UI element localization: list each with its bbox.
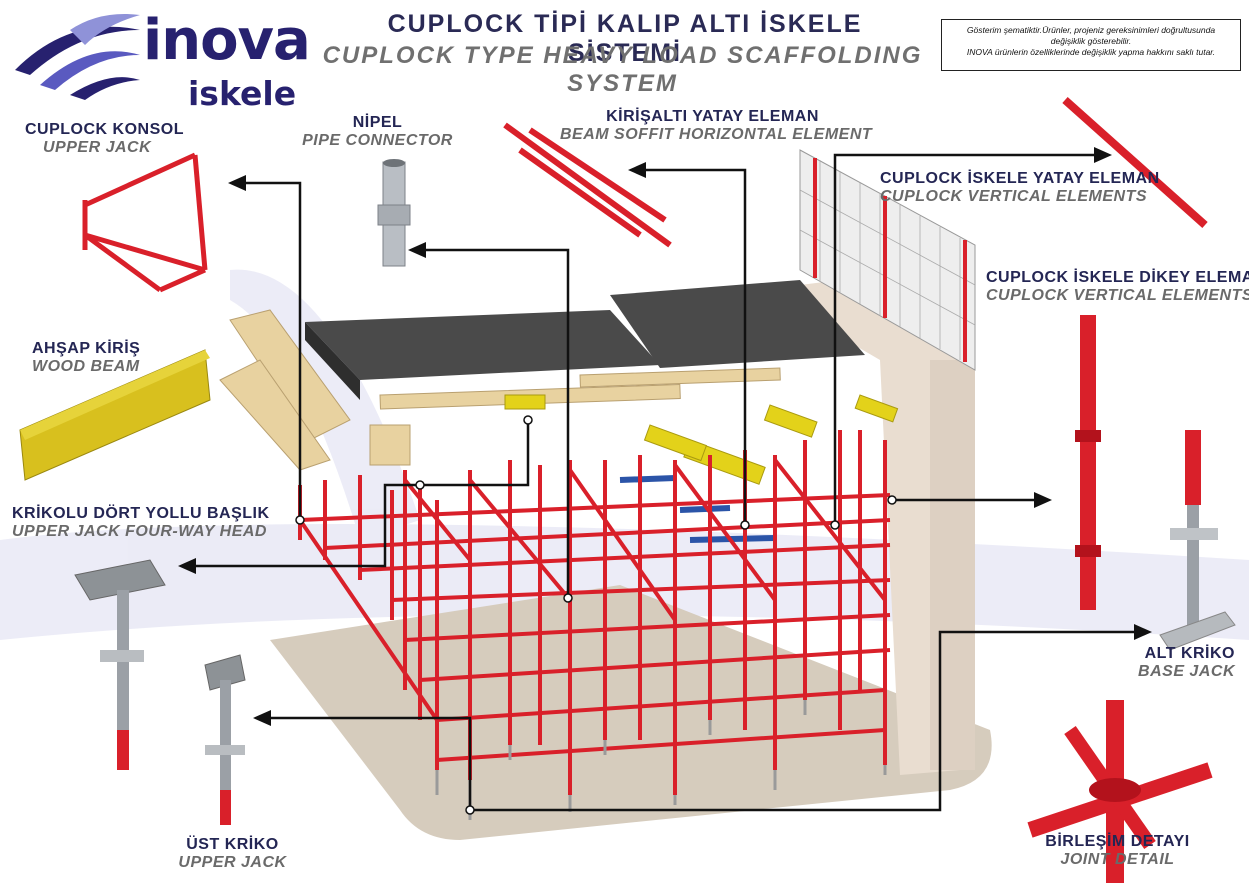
- wood-beam-illustration: [19, 349, 211, 481]
- wall-side: [930, 360, 975, 770]
- arrow-heads: [178, 147, 1152, 726]
- label-en: PIPE CONNECTOR: [302, 132, 453, 149]
- beam-soffit-illustration: [503, 122, 672, 248]
- label-pipe-connector: NİPEL PIPE CONNECTOR: [300, 114, 455, 150]
- page-title: CUPLOCK TİPİ KALIP ALTI İSKELE SİSTEMİ: [387, 10, 863, 67]
- upper-jack-illustration: [204, 654, 246, 825]
- label-en: CUPLOCK VERTICAL ELEMENTS: [986, 287, 1249, 304]
- label-tr: CUPLOCK KONSOL: [25, 121, 184, 138]
- label-en: UPPER JACK FOUR-WAY HEAD: [12, 523, 267, 540]
- label-en: JOINT DETAIL: [1060, 851, 1175, 868]
- label-wood-beam: AHŞAP KİRİŞ WOOD BEAM: [32, 340, 140, 376]
- label-en: UPPER JACK: [178, 854, 287, 871]
- label-horizontal-element: CUPLOCK İSKELE YATAY ELEMAN CUPLOCK VERT…: [880, 170, 1160, 206]
- disclaimer-line-1: Gösterim şematiktir.Ürünler, projeniz ge…: [966, 25, 1216, 35]
- label-tr: ALT KRİKO: [1144, 645, 1235, 662]
- guard-rail-panel: [799, 149, 976, 371]
- label-en: CUPLOCK VERTICAL ELEMENTS: [880, 188, 1148, 205]
- pipe-connector-illustration: [377, 159, 411, 267]
- brand-logo-name: inova: [143, 8, 311, 73]
- label-tr: ÜST KRİKO: [186, 836, 279, 853]
- disclaimer-line-2: değişiklik gösterebilir.: [1050, 36, 1132, 46]
- label-en: BEAM SOFFIT HORIZONTAL ELEMENT: [560, 126, 873, 143]
- brand-logo-sub: iskele: [188, 74, 297, 113]
- label-en: WOOD BEAM: [32, 358, 140, 375]
- label-joint-detail: BİRLEŞİM DETAYI JOINT DETAIL: [1035, 833, 1200, 869]
- label-tr: KİRİŞALTI YATAY ELEMAN: [606, 108, 819, 125]
- label-beam-soffit: KİRİŞALTI YATAY ELEMAN BEAM SOFFIT HORIZ…: [560, 108, 873, 144]
- label-tr: BİRLEŞİM DETAYI: [1045, 833, 1190, 850]
- scaffold-frame: [298, 430, 891, 795]
- logo-swoosh-mark: [15, 14, 140, 100]
- label-tr: NİPEL: [352, 114, 403, 131]
- disclaimer-box: Gösterim şematiktir.Ürünler, projeniz ge…: [941, 19, 1241, 71]
- label-upper-jack-console: CUPLOCK KONSOL UPPER JACK: [25, 121, 184, 157]
- label-four-way-head: KRİKOLU DÖRT YOLLU BAŞLIK UPPER JACK FOU…: [12, 505, 270, 541]
- arrow-origins: [295, 415, 897, 815]
- horizontal-element-illustration: [1062, 97, 1208, 228]
- label-tr: AHŞAP KİRİŞ: [32, 340, 141, 357]
- label-tr: CUPLOCK İSKELE DİKEY ELEMAN: [986, 269, 1249, 286]
- label-vertical-element: CUPLOCK İSKELE DİKEY ELEMAN CUPLOCK VERT…: [986, 269, 1249, 305]
- joint-detail-illustration: [1027, 700, 1213, 883]
- vertical-element-illustration: [1075, 315, 1101, 610]
- ground-slab: [270, 585, 992, 840]
- disclaimer-line-3: INOVA ürünlerin özelliklerinde değişikli…: [966, 47, 1216, 57]
- blue-elements: [619, 475, 776, 543]
- concrete-wall: [760, 270, 975, 775]
- console-illustration: [82, 152, 208, 293]
- label-tr: CUPLOCK İSKELE YATAY ELEMAN: [880, 170, 1160, 187]
- label-base-jack: ALT KRİKO BASE JACK: [1120, 645, 1235, 681]
- slab-right: [610, 280, 865, 368]
- page-subtitle: CUPLOCK TYPE HEAVY LOAD SCAFFOLDING SYST…: [322, 42, 923, 97]
- slab-left: [305, 310, 660, 380]
- label-upper-jack: ÜST KRİKO UPPER JACK: [170, 836, 295, 872]
- label-en: UPPER JACK: [43, 139, 152, 156]
- watermark-swoosh: [0, 269, 1249, 640]
- base-jack-illustration: [1159, 430, 1236, 651]
- label-tr: KRİKOLU DÖRT YOLLU BAŞLIK: [12, 505, 270, 522]
- slab-left-edge: [305, 322, 360, 400]
- four-way-head-illustration: [74, 559, 166, 770]
- label-en: BASE JACK: [1138, 663, 1235, 680]
- connector-arrows: [190, 153, 1140, 812]
